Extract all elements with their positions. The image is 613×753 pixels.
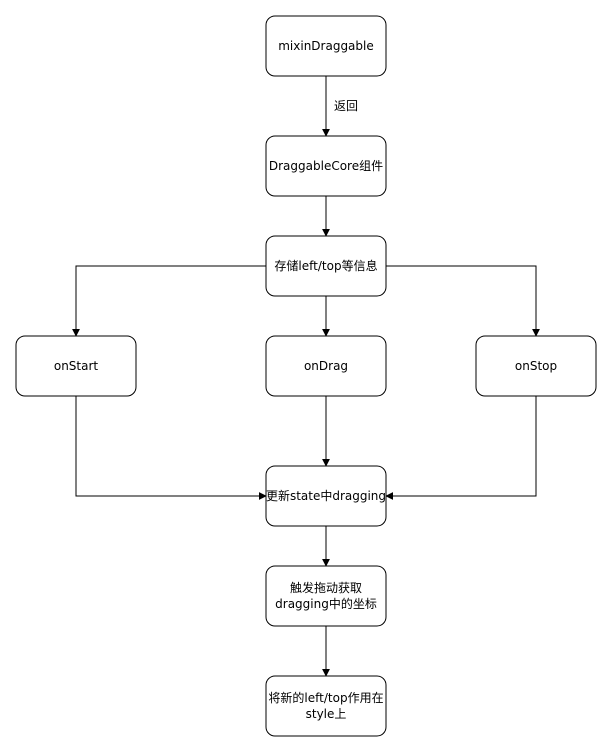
node-store-info-box [265, 235, 387, 297]
node-trigger-drag-label-line-2: dragging中的坐标 [275, 596, 377, 611]
node-on-start[interactable]: onStart [15, 335, 137, 397]
node-on-start-label: onStart [54, 359, 99, 373]
edge-label-background [330, 97, 362, 115]
node-mixin-draggable[interactable]: mixinDraggable [265, 15, 387, 77]
node-draggable-core-box [265, 135, 387, 197]
edge-store-to-onstart [72, 265, 266, 337]
edge-label-return: 返回 [334, 99, 358, 113]
node-trigger-drag[interactable]: 触发拖动获取 dragging中的坐标 [265, 565, 387, 627]
node-apply-style-label-line-2: style上 [306, 707, 347, 721]
node-apply-style[interactable]: 将新的left/top作用在 style上 [265, 675, 387, 737]
edge-store-to-onstop [386, 265, 540, 337]
node-mixin-draggable-label: mixinDraggable [278, 39, 374, 53]
node-update-state-label: 更新state中dragging [266, 488, 386, 503]
edge-onstop-to-update [385, 396, 537, 500]
node-update-state-box [265, 465, 387, 527]
node-store-info-label: 存储left/top等信息 [274, 258, 377, 273]
node-on-stop-box [475, 335, 597, 397]
edges [72, 76, 540, 677]
node-apply-style-box [265, 675, 387, 737]
node-draggable-core[interactable]: DraggableCore组件 [265, 135, 387, 197]
node-on-stop[interactable]: onStop [475, 335, 597, 397]
node-on-drag-label: onDrag [304, 359, 348, 373]
node-on-drag-box [265, 335, 387, 397]
edge-onstart-to-update [75, 396, 267, 500]
node-on-start-box [15, 335, 137, 397]
node-draggable-core-label: DraggableCore组件 [269, 159, 383, 173]
node-apply-style-label-line-1: 将新的left/top作用在 [268, 690, 383, 705]
node-update-state[interactable]: 更新state中dragging [265, 465, 387, 527]
node-store-info[interactable]: 存储left/top等信息 [265, 235, 387, 297]
node-trigger-drag-label-line-1: 触发拖动获取 [290, 580, 362, 595]
node-trigger-drag-box [265, 565, 387, 627]
node-on-drag[interactable]: onDrag [265, 335, 387, 397]
node-mixin-draggable-box [265, 15, 387, 77]
node-on-stop-label: onStop [515, 359, 557, 373]
